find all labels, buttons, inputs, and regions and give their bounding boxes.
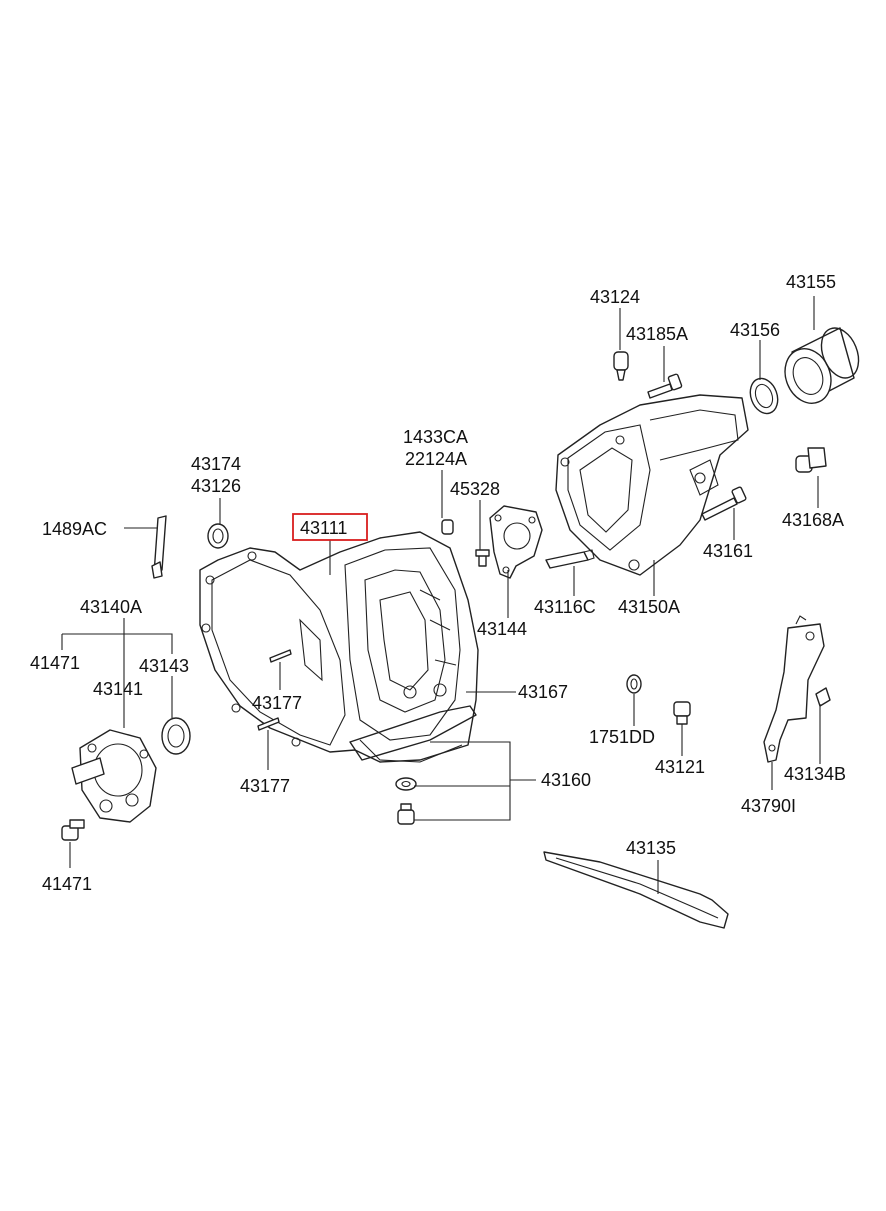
label-1751DD[interactable]: 1751DD <box>589 727 655 747</box>
part-43143-oil-seal[interactable] <box>161 717 191 755</box>
label-43143[interactable]: 43143 <box>139 656 189 676</box>
part-1751DD-washer[interactable] <box>626 674 642 694</box>
part-43121-bolt[interactable] <box>673 701 691 725</box>
label-45328[interactable]: 45328 <box>450 479 500 499</box>
label-43167[interactable]: 43167 <box>518 682 568 702</box>
part-43160-washer[interactable] <box>395 777 417 791</box>
part-43174-seal[interactable] <box>207 523 229 549</box>
label-43177-lower[interactable]: 43177 <box>240 776 290 796</box>
part-43134B-clip[interactable] <box>815 687 831 707</box>
label-43121[interactable]: 43121 <box>655 757 705 777</box>
label-43116C[interactable]: 43116C <box>534 597 596 617</box>
label-43168A[interactable]: 43168A <box>782 510 844 530</box>
label-43135[interactable]: 43135 <box>626 838 676 858</box>
part-43150A-extension-housing[interactable] <box>555 394 749 576</box>
label-1433CA[interactable]: 1433CA <box>403 427 468 447</box>
part-41471-bolt[interactable] <box>61 819 85 841</box>
label-43177-upper[interactable]: 43177 <box>252 693 302 713</box>
part-43135-rail[interactable] <box>543 851 729 929</box>
label-22124A[interactable]: 22124A <box>405 449 467 469</box>
label-43144[interactable]: 43144 <box>477 619 527 639</box>
label-41471-top[interactable]: 41471 <box>30 653 80 673</box>
part-43124-breather[interactable] <box>613 351 629 381</box>
part-43167-gasket[interactable] <box>349 705 477 761</box>
part-45328-bolt[interactable] <box>475 549 490 567</box>
part-43156-seal[interactable] <box>746 375 783 418</box>
label-43790I[interactable]: 43790I <box>741 796 796 816</box>
label-43160[interactable]: 43160 <box>541 770 591 790</box>
part-43790I-bracket[interactable] <box>763 615 825 763</box>
part-43160-drain-plug[interactable] <box>397 803 415 825</box>
label-43124[interactable]: 43124 <box>590 287 640 307</box>
label-43161[interactable]: 43161 <box>703 541 753 561</box>
label-43155[interactable]: 43155 <box>786 272 836 292</box>
label-43126[interactable]: 43126 <box>191 476 241 496</box>
label-41471-bottom[interactable]: 41471 <box>42 874 92 894</box>
part-43141-bearing-retainer[interactable] <box>71 729 157 823</box>
label-43174[interactable]: 43174 <box>191 454 241 474</box>
label-43141[interactable]: 43141 <box>93 679 143 699</box>
label-43150A[interactable]: 43150A <box>618 597 680 617</box>
part-43116C-pin[interactable] <box>545 549 595 569</box>
part-43155-sleeve[interactable] <box>777 323 865 411</box>
label-43134B[interactable]: 43134B <box>784 764 846 784</box>
leader-lines <box>61 296 821 894</box>
part-43168A-plug[interactable] <box>795 447 827 473</box>
label-1489AC[interactable]: 1489AC <box>42 519 107 539</box>
label-43185A[interactable]: 43185A <box>626 324 688 344</box>
part-1489AC-clip[interactable] <box>151 515 167 579</box>
part-43161-bolt[interactable] <box>701 486 747 521</box>
part-1433CA-dowel[interactable] <box>441 519 454 535</box>
label-43111[interactable]: 43111 <box>300 518 347 538</box>
label-43140A[interactable]: 43140A <box>80 597 142 617</box>
label-43156[interactable]: 43156 <box>730 320 780 340</box>
highlight-box-43111 <box>292 513 368 541</box>
part-43177-pin-lower[interactable] <box>257 717 280 731</box>
part-43177-pin-upper[interactable] <box>269 649 292 663</box>
part-43111-transmission-case[interactable] <box>199 531 479 763</box>
part-43144-bracket[interactable] <box>489 505 543 579</box>
part-43185A-bolt[interactable] <box>647 373 683 399</box>
